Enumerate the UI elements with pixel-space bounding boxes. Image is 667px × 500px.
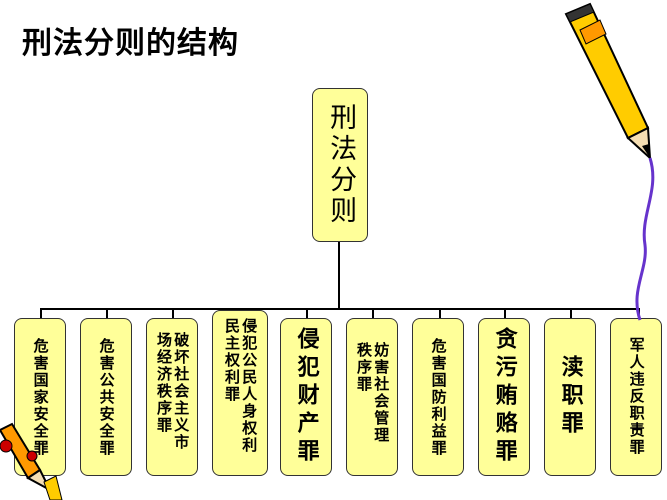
child-node: 妨害社会管理秩序罪 [346, 318, 398, 476]
child-connector [40, 308, 42, 319]
child-connector [439, 308, 441, 319]
root-connector [338, 242, 340, 310]
child-label: 渎职罪 [557, 355, 583, 439]
child-connector [106, 308, 108, 319]
page-title: 刑法分则的结构 [22, 26, 239, 61]
child-label: 危害国防利益罪 [429, 337, 448, 457]
child-connector [306, 308, 308, 319]
child-label: 军人违反职责罪 [627, 337, 646, 456]
child-label: 贪污贿赂罪 [491, 327, 517, 467]
child-connector [504, 308, 506, 319]
child-label: 破坏社会主义市场经济秩序罪 [155, 332, 191, 451]
child-connector [570, 308, 572, 319]
pencil-icon [0, 422, 63, 500]
child-node: 破坏社会主义市场经济秩序罪 [146, 318, 198, 476]
child-node: 危害公共安全罪 [80, 318, 132, 476]
child-node: 军人违反职责罪 [610, 318, 662, 476]
child-node: 渎职罪 [544, 318, 596, 476]
root-node-label: 刑法分则 [325, 103, 357, 227]
child-node: 危害国防利益罪 [412, 318, 464, 476]
child-connector [372, 308, 374, 319]
child-label: 侵犯公民人身权利民主权利罪 [223, 318, 259, 454]
horizontal-connector [40, 308, 640, 310]
child-label: 危害国家安全罪 [31, 337, 50, 457]
child-connector [172, 308, 174, 319]
child-node: 贪污贿赂罪 [478, 318, 530, 476]
child-label: 妨害社会管理秩序罪 [355, 342, 391, 444]
pencil-icon [564, 2, 655, 321]
child-label: 危害公共安全罪 [97, 337, 116, 457]
child-label: 侵犯财产罪 [293, 327, 319, 467]
child-node: 侵犯公民人身权利民主权利罪 [212, 310, 268, 476]
root-node: 刑法分则 [312, 88, 368, 242]
child-node: 侵犯财产罪 [280, 318, 332, 476]
